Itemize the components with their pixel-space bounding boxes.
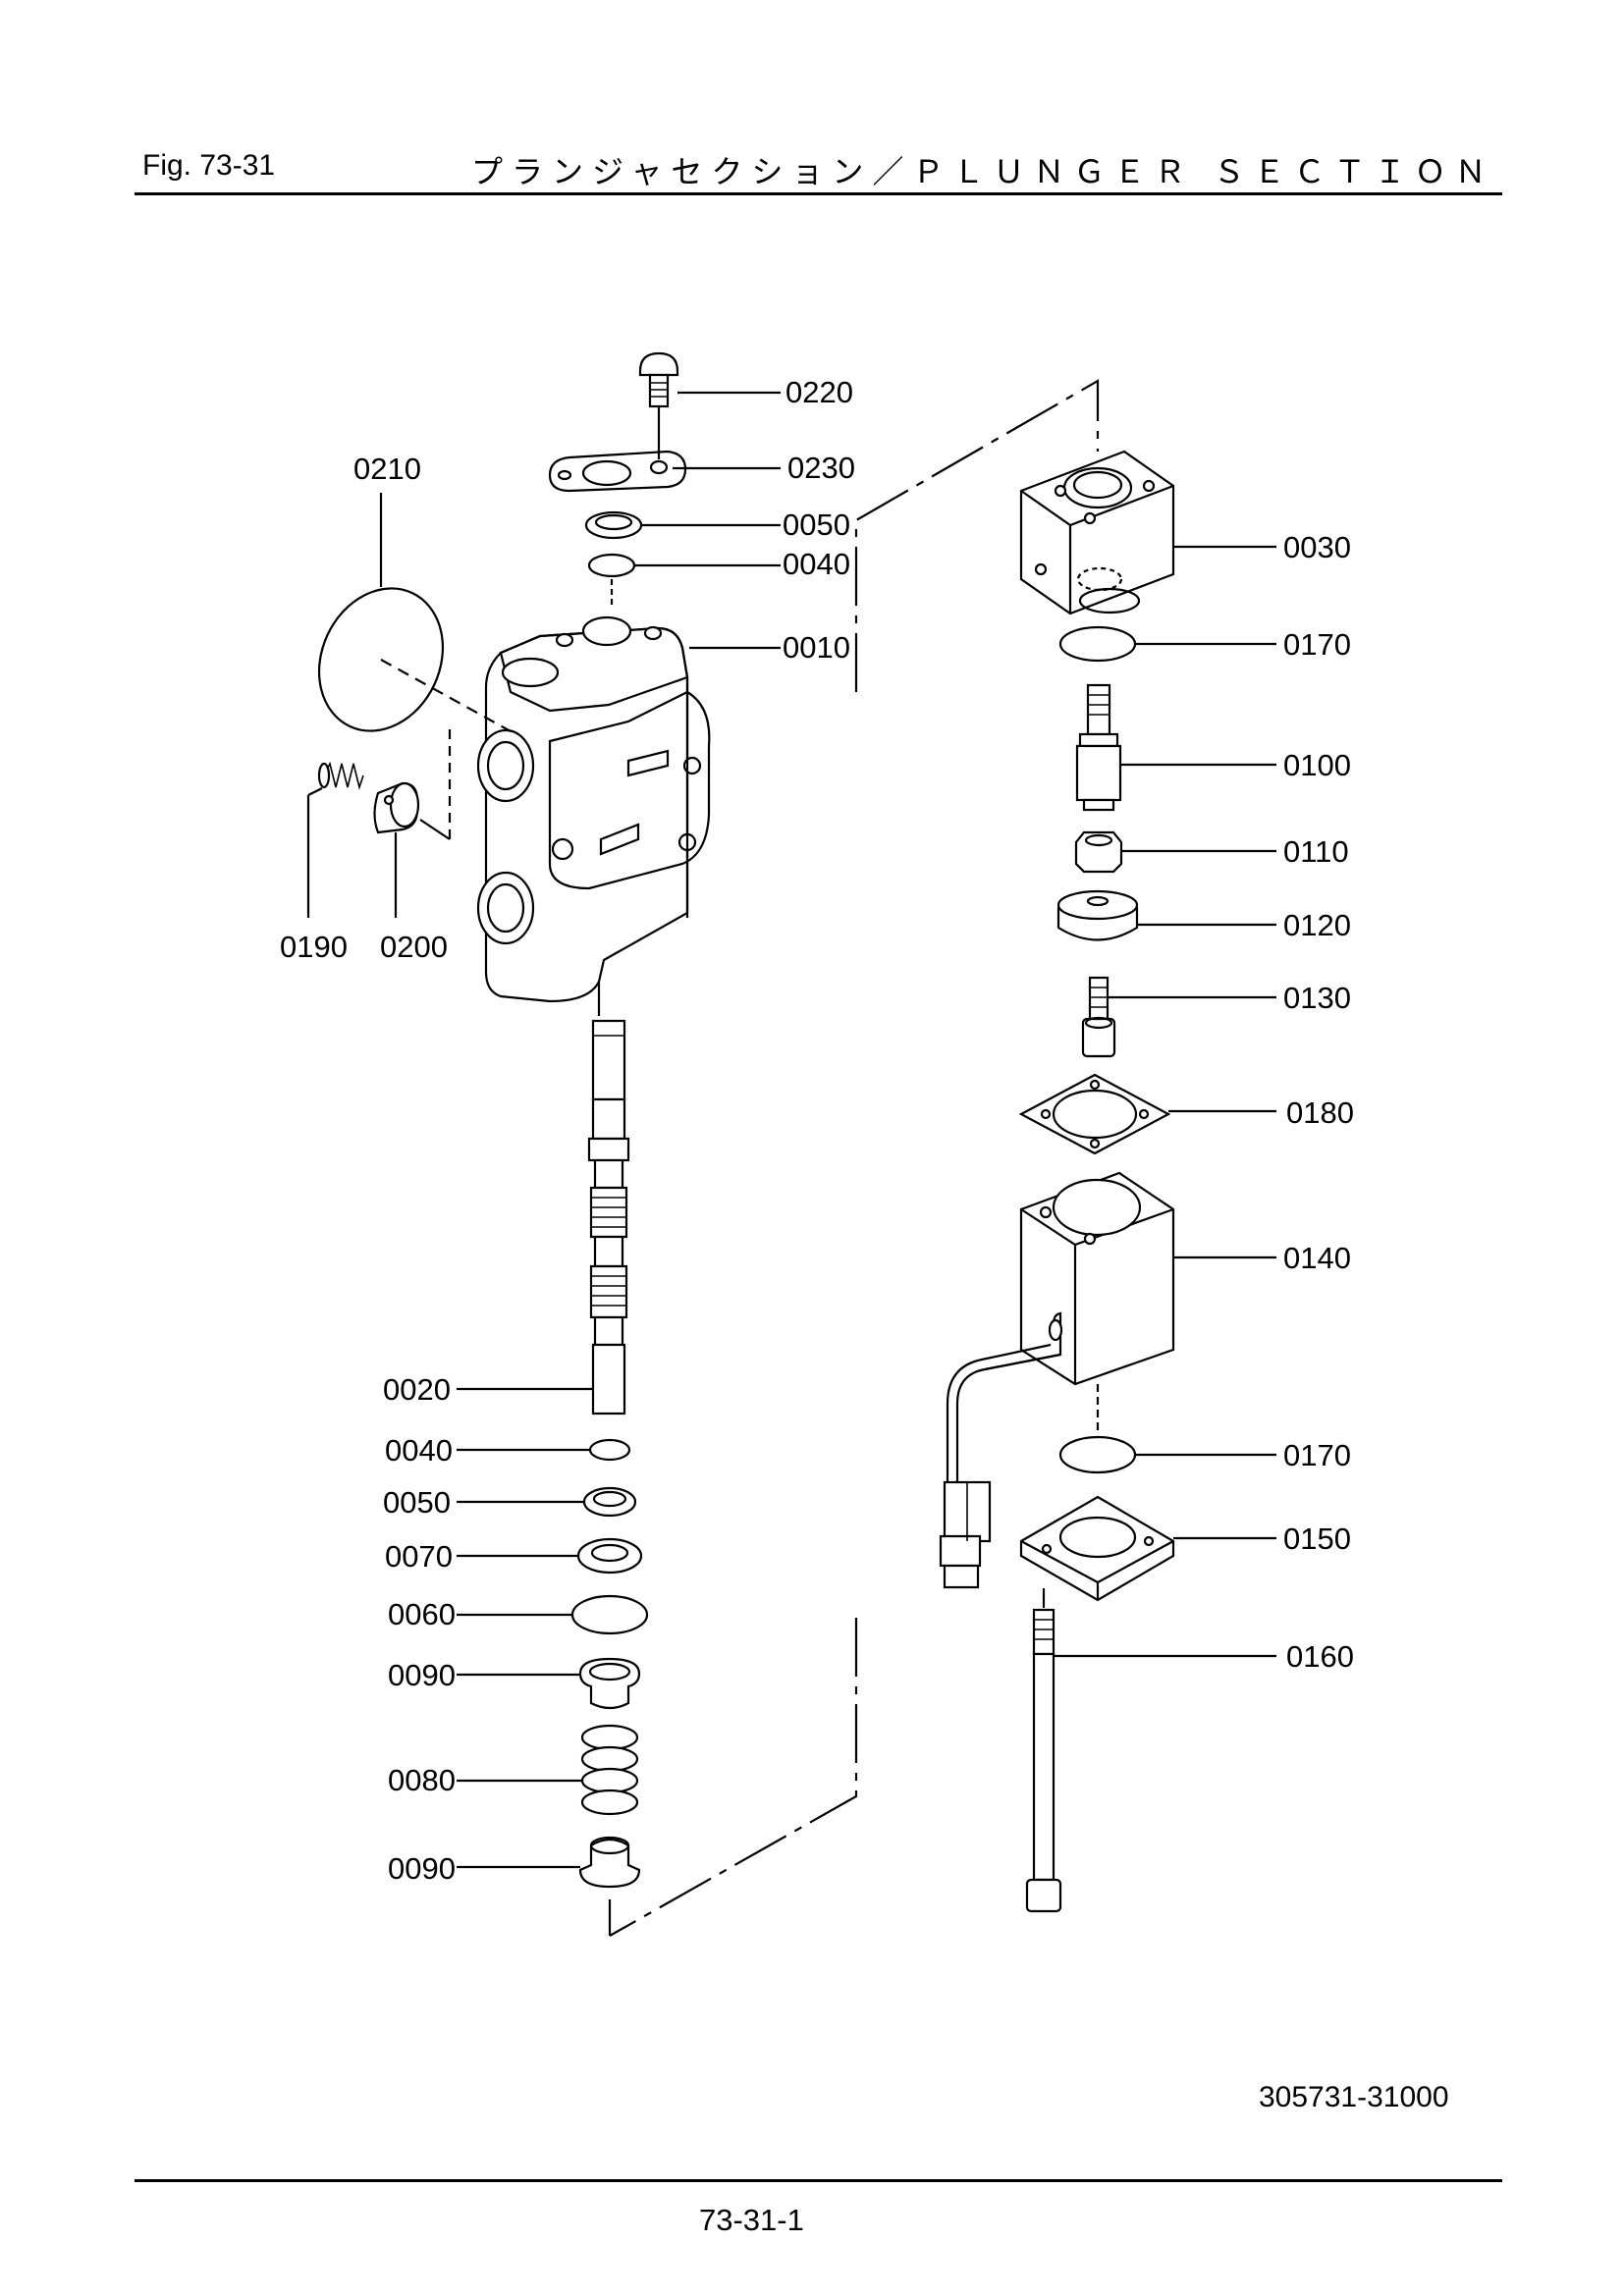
part-0220-screw[interactable] [638,351,679,408]
part-0170-o-ring-upper[interactable] [1058,625,1137,663]
part-0120-cap[interactable] [1056,889,1139,941]
part-0170-o-ring-lower[interactable] [1058,1435,1137,1474]
callout-0150: 0150 [1283,1522,1351,1556]
part-0050-washer[interactable] [584,510,643,540]
part-0100-fitting[interactable] [1075,683,1122,812]
callout-0090-lower: 0090 [388,1851,456,1886]
callout-0220: 0220 [785,375,853,409]
part-0030-cap-block[interactable] [1019,450,1175,615]
callout-0050-top: 0050 [783,507,850,542]
callout-0070: 0070 [385,1539,453,1574]
header-rule [135,192,1502,195]
part-0040-o-ring[interactable] [587,553,636,578]
part-0230-plate[interactable] [548,450,687,493]
callout-0020: 0020 [383,1372,451,1407]
part-0050-washer-lower[interactable] [582,1486,637,1518]
page-title: プランジャセクション／ＰＬＵＮＧＥＲ ＳＥＣＴＩＯＮ [471,153,1495,190]
callout-0140: 0140 [1283,1241,1351,1275]
drawing-part-number: 305731-31000 [1259,2081,1449,2113]
part-0160-rod[interactable] [1025,1588,1062,1913]
connector-plug[interactable] [939,1480,992,1589]
part-0190-spring[interactable] [317,761,364,790]
part-0090-retainer-lower[interactable] [578,1836,641,1889]
callout-0030: 0030 [1283,530,1351,564]
part-0040-o-ring-lower[interactable] [588,1438,631,1462]
footer-rule [135,2179,1502,2182]
callout-0050-lower: 0050 [383,1485,451,1520]
part-0090-retainer-upper[interactable] [578,1657,641,1710]
part-0010-valve-body[interactable] [476,615,711,1003]
callout-0170-upper: 0170 [1283,627,1351,662]
callout-0180: 0180 [1286,1095,1354,1130]
callout-0200: 0200 [380,930,448,964]
part-0070-seal[interactable] [576,1537,643,1575]
callout-0210: 0210 [353,452,421,486]
callout-0040-top: 0040 [783,547,850,581]
callout-0100: 0100 [1283,748,1351,782]
callout-0120: 0120 [1283,908,1351,942]
callout-0110: 0110 [1283,834,1349,869]
figure-number: Fig. 73-31 [142,149,276,182]
callout-0080: 0080 [388,1763,456,1797]
callout-0040-lower: 0040 [385,1433,453,1468]
part-0180-gasket[interactable] [1018,1073,1171,1155]
callout-0090-upper: 0090 [388,1658,456,1692]
callout-0130: 0130 [1283,981,1351,1015]
callout-0230: 0230 [787,451,855,485]
part-0130-bolt[interactable] [1081,976,1116,1058]
part-0020-spool[interactable] [587,1019,630,1415]
page-number: 73-31-1 [699,2203,804,2237]
part-0110-nut[interactable] [1074,830,1123,874]
callout-0170-lower: 0170 [1283,1438,1351,1472]
callout-0060: 0060 [388,1597,456,1631]
callout-0010: 0010 [783,630,850,665]
part-0150-base-plate[interactable] [1019,1495,1175,1602]
part-0200-plug[interactable] [373,781,420,834]
part-0060-o-ring[interactable] [570,1594,649,1635]
callout-0190: 0190 [280,930,348,964]
part-0080-spring[interactable] [580,1724,639,1816]
callout-0160: 0160 [1286,1639,1354,1674]
part-0140-solenoid[interactable] [946,1171,1175,1492]
